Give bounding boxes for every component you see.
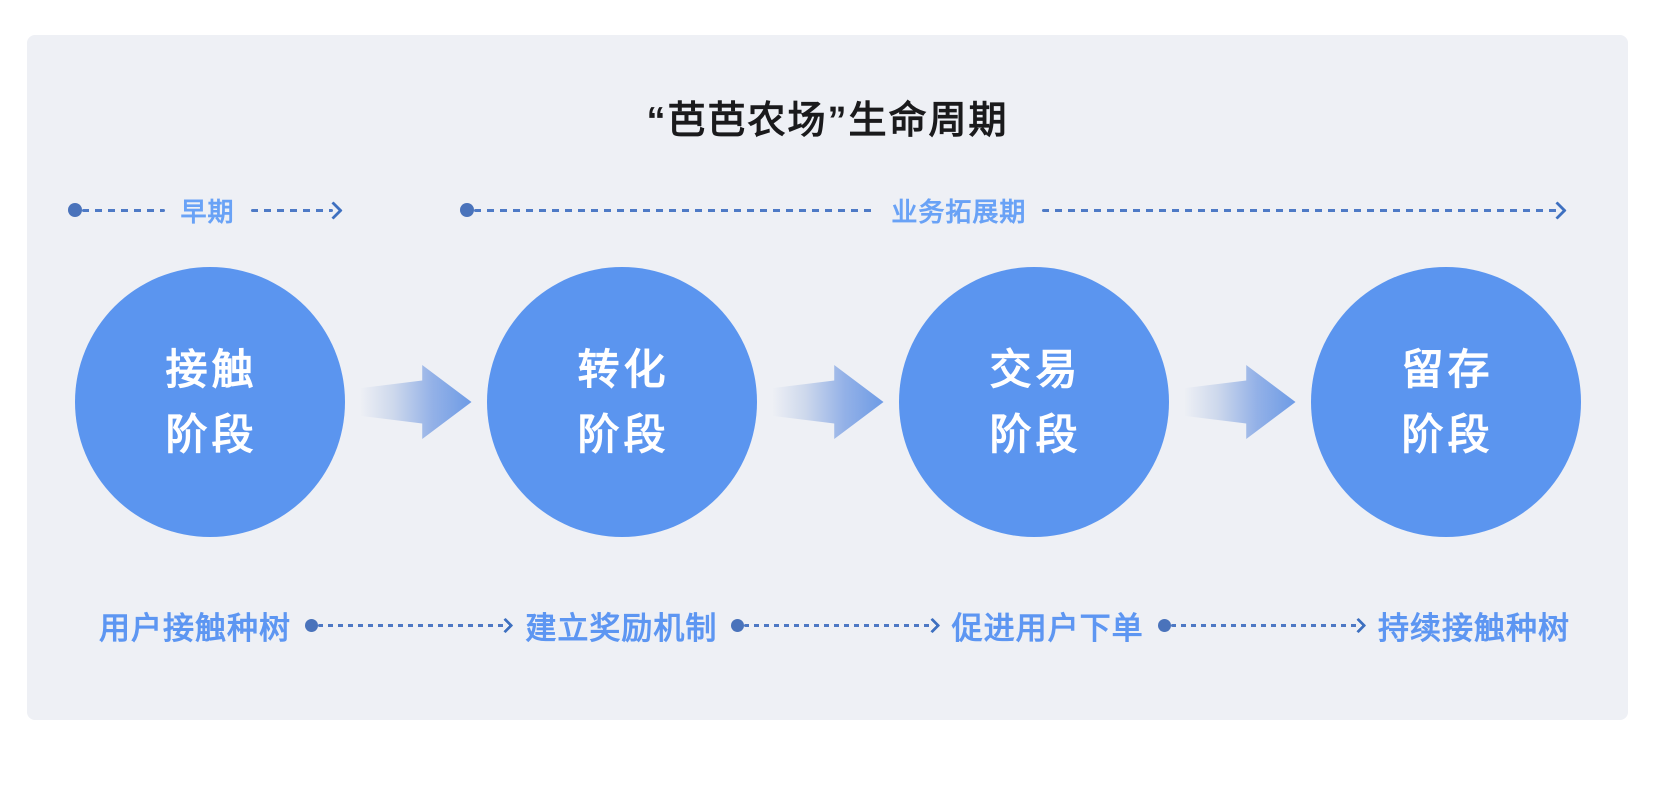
stage-name-line1: 留存 bbox=[1401, 345, 1494, 393]
action-label-2: 建立奖励机制 bbox=[525, 611, 718, 646]
action-flow: 用户接触种树 建立奖励机制 促进用户下单 持续接触种树 bbox=[99, 603, 1570, 648]
dashed-line bbox=[744, 624, 933, 627]
timeline-dot-icon bbox=[460, 203, 474, 217]
phase-segment-early: 早期 bbox=[68, 195, 343, 227]
stage-name-line1: 交易 bbox=[989, 345, 1082, 393]
arrow-right-icon bbox=[324, 200, 343, 220]
phase-segment-expansion: 业务拓展期 bbox=[460, 195, 1567, 227]
stage-row: 接触 阶段 转化 阶段 交易 阶段 留存 阶段 bbox=[27, 267, 1628, 537]
action-label-3: 促进用户下单 bbox=[951, 611, 1144, 646]
stage-circle-contact: 接触 阶段 bbox=[74, 267, 345, 537]
stage-name-line2: 阶段 bbox=[577, 411, 670, 458]
arrow-right-icon bbox=[498, 617, 514, 634]
dashed-line bbox=[1170, 624, 1359, 627]
arrow-right-icon bbox=[1350, 617, 1367, 634]
stage-name-line2: 阶段 bbox=[989, 411, 1082, 458]
phase-label-early: 早期 bbox=[180, 196, 235, 227]
timeline-dot-icon bbox=[68, 203, 82, 217]
stage-name-line1: 转化 bbox=[577, 345, 670, 393]
flow-arrow-icon bbox=[359, 365, 472, 439]
stage-name-line1: 接触 bbox=[165, 345, 258, 393]
stage-name-line2: 阶段 bbox=[1401, 411, 1494, 458]
arrow-right-icon bbox=[924, 617, 940, 634]
stage-circle-transaction: 交易 阶段 bbox=[898, 267, 1169, 537]
dashed-line bbox=[1042, 208, 1557, 212]
arrow-right-icon bbox=[1548, 200, 1567, 220]
flow-arrow-icon bbox=[1183, 365, 1296, 439]
stage-circle-conversion: 转化 阶段 bbox=[486, 267, 757, 537]
dashed-line bbox=[474, 208, 876, 212]
action-connector bbox=[1157, 617, 1367, 634]
timeline-dot-icon bbox=[1157, 619, 1171, 632]
dashed-line bbox=[318, 624, 507, 627]
action-label-1: 用户接触种树 bbox=[99, 611, 291, 646]
action-label-4: 持续接触种树 bbox=[1377, 611, 1570, 646]
phase-timeline: 早期 业务拓展期 bbox=[27, 195, 1628, 227]
page-title: “芭芭农场”生命周期 bbox=[646, 100, 1009, 142]
action-connector bbox=[305, 617, 514, 634]
stage-circle-retention: 留存 阶段 bbox=[1310, 267, 1581, 537]
stage-name-line2: 阶段 bbox=[165, 411, 258, 458]
lifecycle-panel: “芭芭农场”生命周期 早期 业务拓展期 接触 阶段 转化 阶段 交易 bbox=[27, 35, 1628, 720]
timeline-dot-icon bbox=[731, 619, 745, 632]
timeline-dot-icon bbox=[305, 619, 318, 632]
dashed-line bbox=[82, 208, 165, 212]
phase-label-expansion: 业务拓展期 bbox=[891, 196, 1027, 227]
dashed-line bbox=[250, 208, 334, 212]
action-connector bbox=[731, 617, 940, 634]
flow-arrow-icon bbox=[771, 365, 884, 439]
